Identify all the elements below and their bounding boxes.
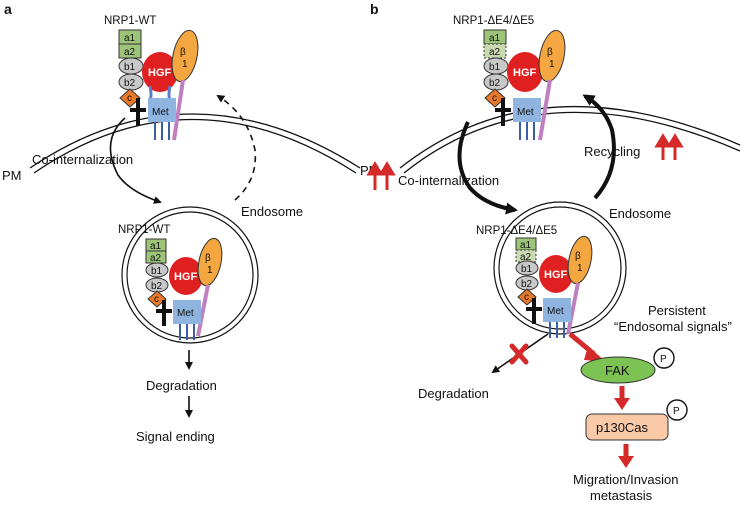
outcome-label-1: Migration/Invasion <box>573 472 679 487</box>
blocked-cross-icon <box>509 343 529 365</box>
beta1-integrin <box>171 29 199 83</box>
a1-label-endo: a1 <box>150 241 162 252</box>
receptor-complex-top-b: NRP1-ΔE4/ΔE5 a1 a2 b1 b2 c HGF β 1 Met <box>453 15 566 141</box>
activation-arrow-outcome <box>618 444 634 468</box>
panel-b-letter: b <box>370 1 379 17</box>
c-label-endo: c <box>154 294 159 305</box>
hgf-ligand <box>142 52 178 92</box>
met-receptor <box>148 98 176 122</box>
met-label-b: Met <box>517 107 534 118</box>
a1-label-endo-b: a1 <box>520 240 532 251</box>
internalization-arrow-a <box>109 117 162 204</box>
increase-arrows-recycling <box>654 133 684 160</box>
plasma-membrane-a <box>29 113 361 174</box>
endosomal-signals-label: “Endosomal signals” <box>614 319 732 334</box>
fak-node <box>580 356 656 384</box>
beta-sub-label-endo-b: 1 <box>577 263 583 274</box>
increase-arrows-internalization <box>366 161 396 190</box>
b2-label: b2 <box>124 78 136 89</box>
nrp1-anchor <box>130 98 146 126</box>
outcome-label-2: metastasis <box>590 488 653 503</box>
met-label-endo: Met <box>177 308 194 319</box>
hgf-label-b: HGF <box>513 67 537 79</box>
degradation-label-b: Degradation <box>418 386 489 401</box>
p130-phospho-label: P <box>673 406 680 417</box>
b2-label-b: b2 <box>489 78 501 89</box>
a2-label-endo-b: a2 <box>520 252 532 263</box>
b1-label-endo-b: b1 <box>521 264 533 275</box>
endosome-b <box>493 201 627 335</box>
endosome-a <box>121 206 259 344</box>
met-label-endo-b: Met <box>547 306 564 317</box>
recycling-label: Recycling <box>584 144 640 159</box>
hgf-label-endo-b: HGF <box>544 269 568 281</box>
c-domain <box>119 88 141 108</box>
c-label: c <box>127 93 132 104</box>
beta-sub-label-b: 1 <box>549 59 555 70</box>
recycling-dashed-arrow-a <box>216 94 257 201</box>
signal-ending-label: Signal ending <box>136 429 215 444</box>
beta-sub-label-endo: 1 <box>207 265 213 276</box>
a2-label: a2 <box>124 47 136 58</box>
nrp1-wt-top-label: NRP1-WT <box>104 15 156 27</box>
beta-label-b: β <box>547 47 553 58</box>
a1-label: a1 <box>124 33 136 44</box>
receptor-complex-endo-b: a1 a2 b1 b2 c HGF β 1 Met <box>515 235 593 338</box>
endosome-label-a: Endosome <box>241 204 303 219</box>
fak-label: FAK <box>605 363 630 378</box>
nrp1-mutant-endo-label: NRP1-ΔE4/ΔE5 <box>476 225 557 237</box>
p130cas-label: p130Cas <box>596 420 649 435</box>
met-tails <box>154 122 170 140</box>
receptor-complex-top-a: NRP1-WT a1 a2 b1 b2 c HGF β 1 Met <box>104 15 199 141</box>
pm-label-a: PM <box>2 168 22 183</box>
fak-phospho-badge <box>653 347 675 369</box>
hgf-label-endo: HGF <box>174 271 198 283</box>
nrp1-wt-endo-label: NRP1-WT <box>118 224 170 236</box>
activation-arrow-p130 <box>614 386 630 410</box>
b2-label-endo: b2 <box>151 281 163 292</box>
internalization-arrow-b <box>457 121 518 215</box>
endosome-label-b: Endosome <box>609 206 671 221</box>
p130-phospho-badge <box>666 399 688 421</box>
a2-label-b: a2 <box>489 47 501 58</box>
beta-label-endo-b: β <box>575 251 581 262</box>
co-internalization-label-a: Co-internalization <box>32 152 133 167</box>
fak-phospho-label: P <box>660 354 667 365</box>
b2-label-endo-b: b2 <box>521 279 533 290</box>
p130cas-node <box>585 413 669 441</box>
a1-label-b: a1 <box>489 33 501 44</box>
degradation-label-a: Degradation <box>146 378 217 393</box>
c-label-b: c <box>492 93 497 104</box>
hgf-label: HGF <box>148 67 172 79</box>
beta-label-endo: β <box>205 253 211 264</box>
receptor-complex-endo-a: a1 a2 b1 b2 c HGF β 1 Met <box>145 237 223 340</box>
b1-label-endo: b1 <box>151 266 163 277</box>
beta-label: β <box>180 47 186 58</box>
c-label-endo-b: c <box>524 292 529 303</box>
integrin-stalk <box>172 79 185 141</box>
b1-label-b: b1 <box>489 62 501 73</box>
persistent-label: Persistent <box>648 303 706 318</box>
activation-arrow-fak <box>568 332 606 362</box>
co-internalization-label-b: Co-internalization <box>398 173 499 188</box>
panel-a-letter: a <box>4 1 12 17</box>
recycling-arrow-b <box>582 94 616 200</box>
nrp1-mutant-top-label: NRP1-ΔE4/ΔE5 <box>453 15 534 27</box>
plasma-membrane-b <box>399 105 741 174</box>
beta-sub-label: 1 <box>182 59 188 70</box>
met-label: Met <box>152 107 169 118</box>
b1-label: b1 <box>124 62 136 73</box>
a2-label-endo: a2 <box>150 253 162 264</box>
